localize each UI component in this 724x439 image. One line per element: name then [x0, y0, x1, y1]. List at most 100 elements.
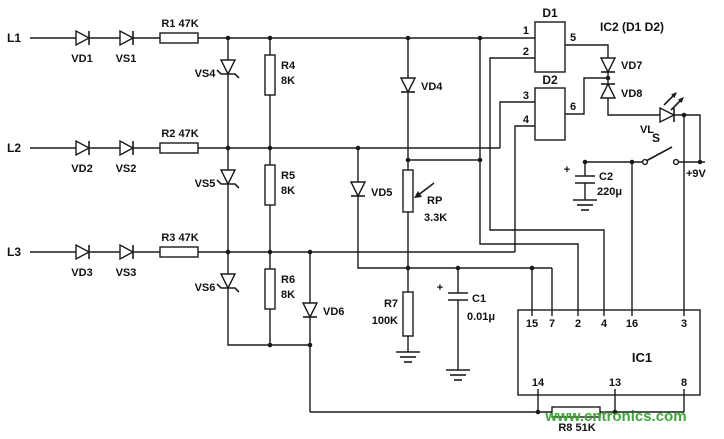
potentiometer-rp-wiper-arrow [414, 182, 435, 198]
label-r6-value: 8K [281, 289, 295, 301]
label-vs2: VS2 [116, 163, 137, 175]
label-vl: VL [640, 124, 654, 136]
label-d1: D1 [542, 6, 558, 20]
label-r5-name: R5 [281, 170, 295, 182]
ic1-pin-ticks [531, 310, 685, 395]
ic1-pin-label-14: 14 [532, 377, 545, 389]
wire-osc-bus [408, 267, 553, 310]
label-vd8: VD8 [621, 88, 642, 100]
diode-vd3 [75, 243, 91, 261]
ic1-pin-label-15: 15 [526, 318, 538, 330]
resistor-r1 [159, 32, 199, 44]
ic1-pin-label-2: 2 [575, 318, 581, 330]
wire-l1-to-ic1-pin2 [479, 38, 579, 310]
label-vd3: VD3 [71, 267, 92, 279]
wire-d1-pin5-out [565, 44, 609, 58]
ground-under-c2 [573, 199, 597, 211]
label-c2-value: 220μ [597, 186, 622, 198]
resistor-r6 [264, 268, 276, 310]
label-r1: R1 47K [161, 18, 198, 30]
ic1-pin-label-13: 13 [609, 377, 621, 389]
wire-d1pin2-to-ic1-pin4 [489, 57, 605, 310]
wire-vs6-branch [227, 252, 310, 346]
label-r4-value: 8K [281, 75, 295, 87]
diode-vd6 [301, 302, 319, 319]
label-r5-value: 8K [281, 185, 295, 197]
capacitor-c1 [448, 292, 468, 301]
label-vd7: VD7 [621, 60, 642, 72]
ic1-pin-label-8: 8 [681, 377, 687, 389]
gate-d1-box [534, 21, 566, 73]
diode-vd5 [349, 181, 367, 198]
label-c1-name: C1 [472, 293, 486, 305]
label-vd2: VD2 [71, 163, 92, 175]
resistor-r7 [402, 291, 414, 337]
label-rp-name: RP [427, 195, 442, 207]
gate-d2-box [534, 87, 566, 141]
labels: L1 L2 L3 VD1 VS1 VD2 VS2 VD3 VS3 R1 47K … [7, 6, 707, 434]
resistor-r5 [264, 164, 276, 206]
diode-vd7 [599, 57, 617, 74]
label-c1-value: 0.01μ [467, 311, 495, 323]
diode-vd1 [75, 29, 91, 47]
label-ic2: IC2 (D1 D2) [600, 20, 664, 34]
resistor-r4 [264, 54, 276, 96]
zener-vs5 [216, 169, 240, 189]
label-l2: L2 [7, 141, 21, 155]
label-r4-name: R4 [281, 60, 296, 72]
label-r2: R2 47K [161, 128, 198, 140]
label-c1-plus: + [437, 282, 443, 294]
gate-pin-label-3: 3 [523, 90, 529, 102]
label-r7-value: 100K [372, 315, 398, 327]
wire-d2-pin6-out [565, 77, 608, 115]
label-r8: R8 51K [558, 422, 595, 434]
ic1-pin-label-7: 7 [549, 318, 555, 330]
ground-under-c1 [446, 369, 470, 381]
wire-vd8-to-vl [607, 98, 660, 116]
potentiometer-rp [402, 169, 414, 213]
label-vs4: VS4 [195, 68, 217, 80]
resistor-r3 [159, 246, 199, 258]
label-r7-name: R7 [384, 298, 398, 310]
label-plus9v: +9V [686, 168, 707, 180]
diode-vs2 [119, 139, 135, 157]
resistor-r8 [551, 406, 601, 418]
label-s: S [652, 131, 660, 145]
diode-vd8 [599, 82, 617, 99]
diode-vs3 [119, 243, 135, 261]
wire-ic1-bottom-stubs [537, 395, 685, 412]
label-vs1: VS1 [116, 53, 137, 65]
label-l1: L1 [7, 31, 21, 45]
wire-vd5-branch [357, 148, 408, 269]
zener-vs4 [216, 59, 240, 79]
ic1-pin-label-3: 3 [681, 318, 687, 330]
wire-l3-to-d2-pin4 [514, 125, 535, 252]
capacitor-c2 [575, 175, 595, 184]
zener-vs6 [216, 273, 240, 293]
ic1-pin-label-16: 16 [626, 318, 638, 330]
label-r6-name: R6 [281, 274, 295, 286]
label-vs3: VS3 [116, 267, 137, 279]
gate-pin-label-5: 5 [570, 32, 576, 44]
label-vs6: VS6 [195, 282, 216, 294]
diode-vs1 [119, 29, 135, 47]
label-c2-name: C2 [599, 171, 613, 183]
led-vl [659, 92, 684, 124]
wire-l2-to-d2-pin3 [499, 101, 535, 148]
label-vs5: VS5 [195, 178, 216, 190]
ground-under-r7 [396, 351, 420, 363]
label-d2: D2 [542, 73, 558, 87]
ic1-box [517, 309, 701, 396]
gate-pin-label-4: 4 [523, 114, 530, 126]
label-vd5: VD5 [371, 187, 392, 199]
junction-dots [225, 35, 703, 415]
resistor-r2 [159, 142, 199, 154]
label-ic1: IC1 [632, 350, 652, 365]
wire-vl-cathode [674, 114, 701, 162]
label-vd4: VD4 [421, 81, 443, 93]
label-r3: R3 47K [161, 232, 198, 244]
diode-vd2 [75, 139, 91, 157]
label-rp-value: 3.3K [424, 212, 447, 224]
